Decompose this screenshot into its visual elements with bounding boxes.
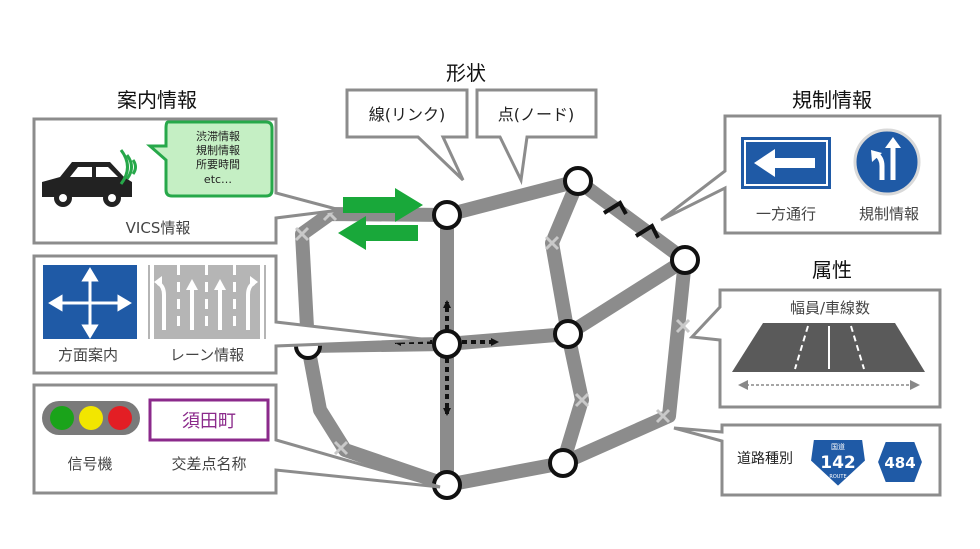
car-icon (42, 162, 132, 207)
signals-box: 須田町 信号機 交差点名称 (32, 383, 441, 495)
intersection-name: 須田町 (182, 411, 236, 432)
direction-box: 方面案内 レーン情報 (32, 254, 431, 375)
link-callout: 線(リンク) (345, 88, 469, 182)
oneway-sign-icon (741, 137, 831, 189)
road-link (440, 174, 585, 222)
expressway-number: 484 (884, 454, 915, 472)
route-number: 142 (820, 453, 856, 473)
attributes-title: 属性 (812, 258, 852, 282)
road-lanes-icon (732, 323, 925, 390)
traffic-signal-icon (42, 401, 140, 435)
regulation-sign-icon (853, 128, 921, 196)
oneway-chevron (634, 223, 660, 239)
road-node (432, 329, 462, 359)
green-arrow-right (343, 188, 423, 222)
lane-label: レーン情報 (170, 346, 244, 364)
green-arrow-left (338, 216, 418, 250)
node-label: 点(ノード) (498, 105, 575, 124)
road-node (670, 245, 700, 275)
shape-point-mark (544, 235, 560, 251)
direction-sign-icon (43, 265, 137, 339)
lane-info-icon (148, 265, 266, 339)
radio-waves-icon (119, 149, 137, 185)
oneway-arrows (602, 200, 660, 239)
road-link (561, 253, 692, 341)
link-label: 線(リンク) (369, 105, 446, 124)
road-link (295, 207, 454, 353)
shape-title: 形状 (446, 61, 486, 85)
road-node (553, 319, 583, 349)
regulation-box: 一方通行 規制情報 (660, 114, 942, 235)
shape-points (294, 206, 691, 456)
width-box: 幅員/車線数 (688, 288, 942, 409)
oneway-chevron (602, 200, 628, 215)
bubble-line: etc… (204, 173, 232, 186)
width-label: 幅員/車線数 (790, 299, 870, 317)
shape-point-mark (655, 408, 671, 424)
road-link (571, 174, 692, 267)
bubble-line: 所要時間 (196, 158, 240, 171)
road-node (432, 200, 462, 230)
route-sign-bottom: ROUTE (829, 474, 846, 480)
guidance-box: 渋滞情報 規制情報 所要時間 etc… VICS情報 (32, 117, 341, 245)
traffic-flow-arrows (338, 188, 423, 250)
node-callout: 点(ノード) (475, 88, 598, 186)
bubble-line: 渋滞情報 (196, 130, 240, 143)
road-link (301, 339, 454, 492)
bubble-line: 規制情報 (196, 143, 240, 157)
direction-label: 方面案内 (58, 346, 118, 364)
signal-label: 信号機 (67, 455, 112, 473)
shape-point-mark (574, 392, 590, 408)
road-link (440, 456, 570, 492)
vics-speech-bubble: 渋滞情報 規制情報 所要時間 etc… (146, 120, 274, 198)
vics-label: VICS情報 (126, 219, 191, 237)
intersection-label: 交差点名称 (171, 455, 246, 473)
intersection-name-sign: 須田町 (148, 398, 270, 442)
shape-point-mark (294, 226, 310, 242)
road-type-label: 道路種別 (737, 451, 793, 467)
national-route-sign-icon: 国道 142 ROUTE (808, 438, 868, 489)
expressway-sign-icon: 484 (875, 440, 925, 484)
shape-point-mark (333, 440, 349, 456)
oneway-label: 一方通行 (756, 205, 816, 223)
road-type-box: 道路種別 国道 142 ROUTE 484 (673, 423, 942, 497)
road-link (556, 253, 692, 470)
regulation-label: 規制情報 (859, 205, 919, 223)
guidance-title: 案内情報 (117, 88, 197, 112)
route-sign-top: 国道 (831, 442, 845, 451)
regulation-title: 規制情報 (792, 88, 872, 112)
road-node (548, 448, 578, 478)
shape-point-mark (675, 318, 691, 334)
road-node (563, 166, 593, 196)
